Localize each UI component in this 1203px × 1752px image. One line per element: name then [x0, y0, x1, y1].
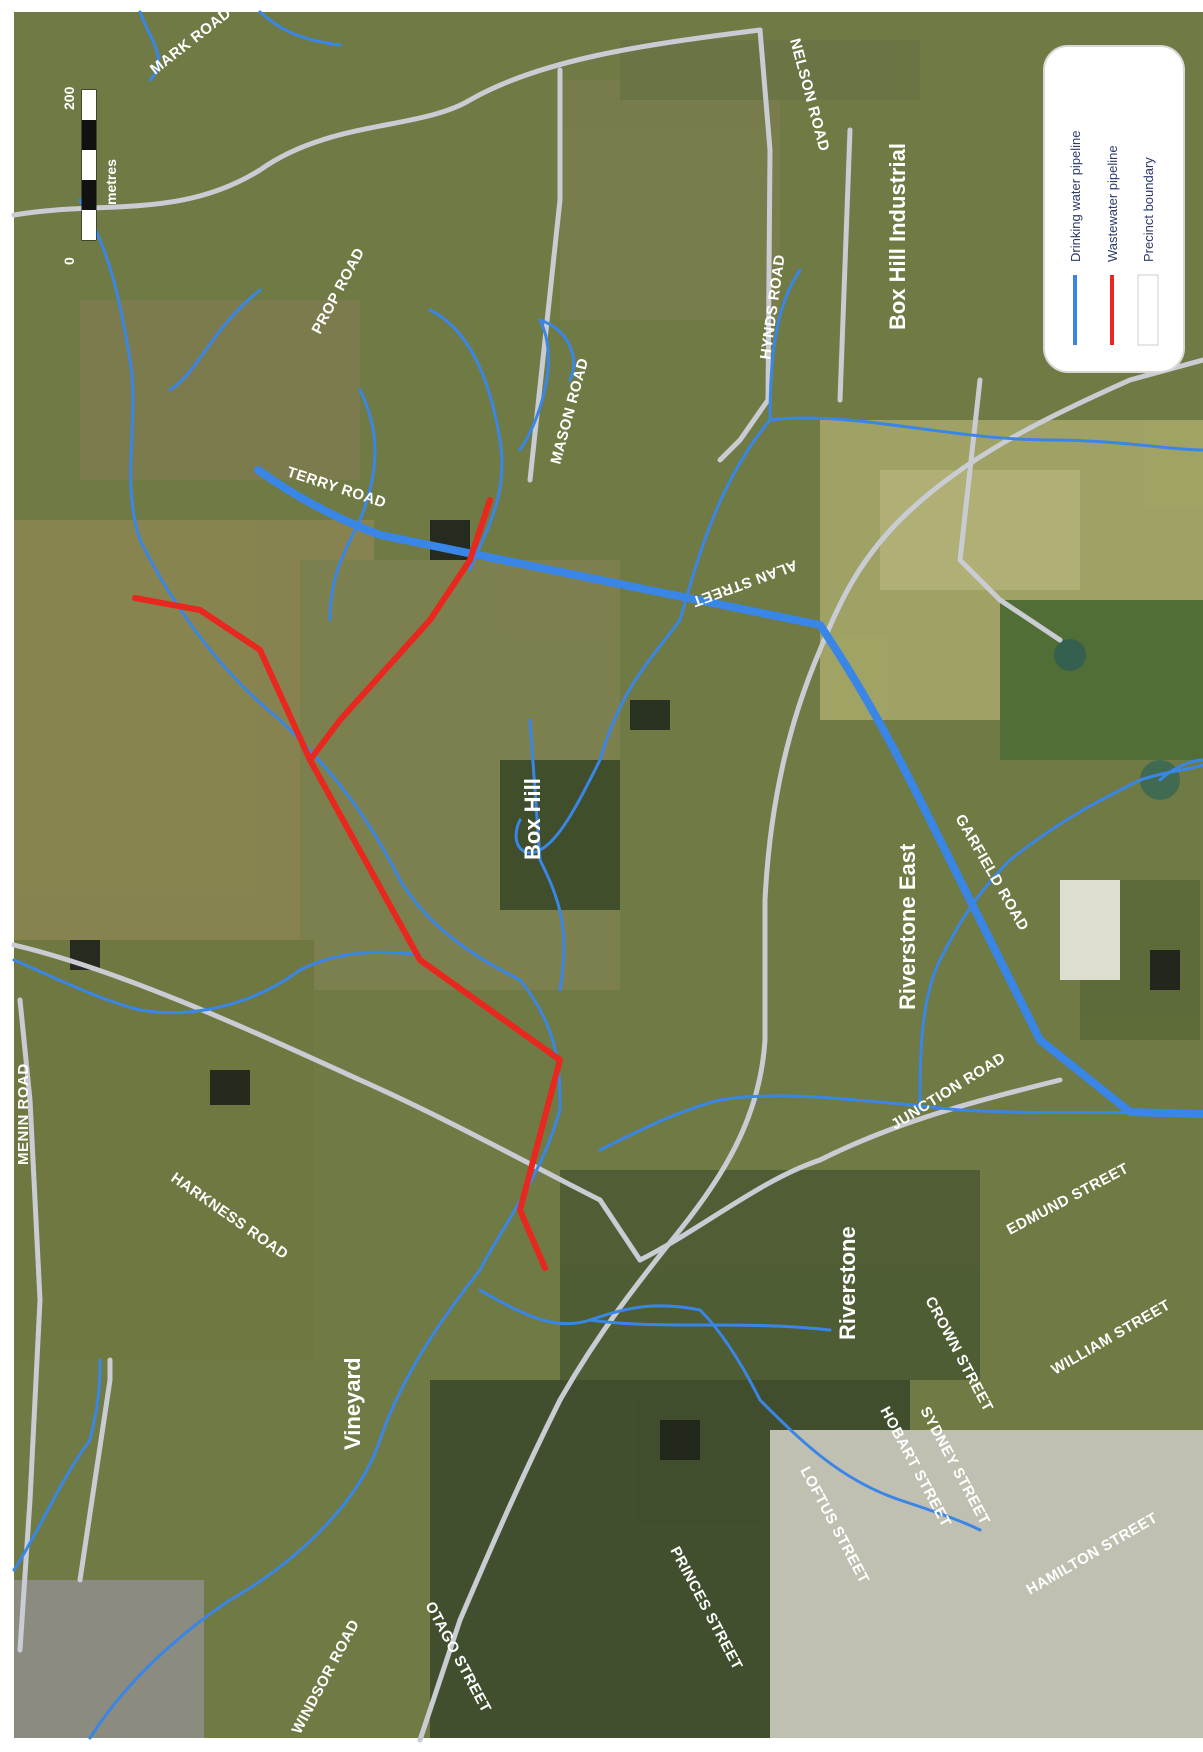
drinking-water-pipelines	[12, 10, 1203, 1740]
suburb-vineyard: Vineyard	[340, 1357, 365, 1450]
suburb-box-hill: Box Hill	[520, 778, 545, 860]
scale-zero: 0	[61, 257, 77, 265]
terrain	[14, 40, 1203, 1738]
suburb-riverstone: Riverstone	[835, 1226, 860, 1340]
road-label-menin-road: MENIN ROAD	[15, 1063, 32, 1165]
road-network	[11, 27, 1203, 1743]
legend-label-drinking-water: Drinking water pipeline	[1068, 130, 1083, 262]
legend: Drinking water pipeline Wastewater pipel…	[1043, 45, 1185, 373]
scale-max: 200	[61, 86, 77, 110]
legend-label-precinct-boundary: Precinct boundary	[1141, 157, 1156, 262]
drinking-water-trunk	[254, 466, 1203, 1118]
legend-swatch-precinct-boundary	[1137, 274, 1159, 346]
suburb-riverstone-east: Riverstone East	[895, 843, 920, 1010]
suburb-labels: Box Hill Industrial Box Hill Riverstone …	[340, 143, 920, 1450]
scale-unit: metres	[103, 159, 119, 205]
scale-bar: 0 200 metres	[61, 86, 119, 265]
wastewater-pipelines	[132, 497, 563, 1271]
suburb-box-hill-industrial: Box Hill Industrial	[885, 143, 910, 330]
legend-label-wastewater: Wastewater pipeline	[1105, 145, 1120, 262]
